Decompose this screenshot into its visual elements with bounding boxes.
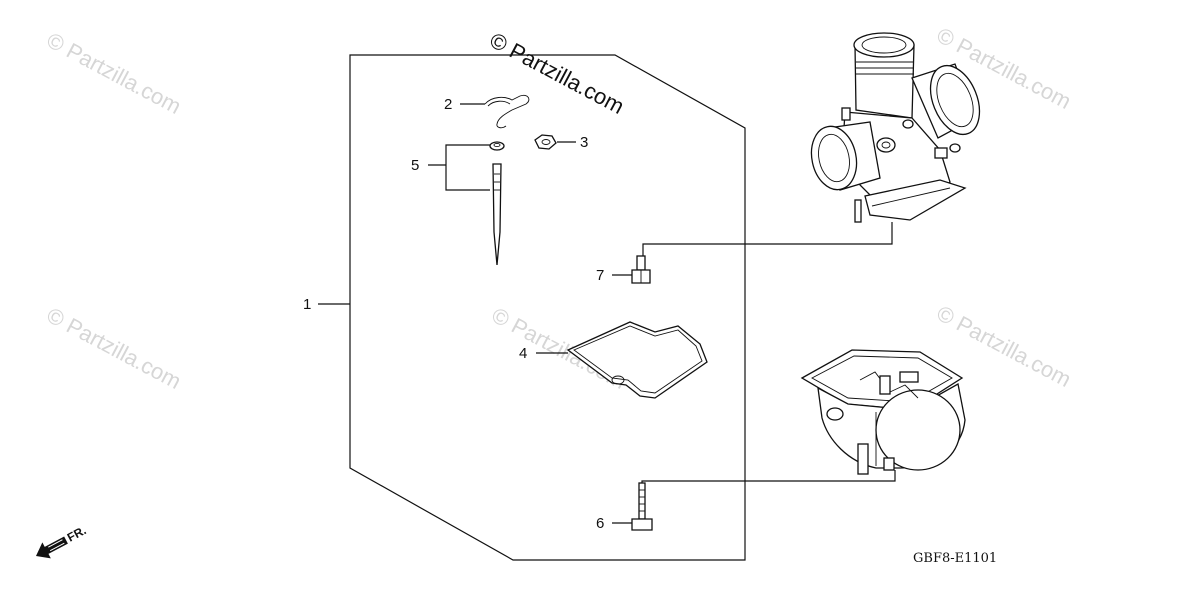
part-4-gasket	[566, 321, 708, 399]
watermark-top-left: © Partzilla.com	[43, 27, 186, 119]
carburetor-body	[810, 32, 981, 223]
watermark-main: © Partzilla.com	[486, 27, 629, 119]
callout-2: 2	[444, 96, 452, 113]
ref-line-7	[642, 222, 893, 256]
part-7-screw	[631, 255, 651, 284]
callout-1: 1	[303, 296, 311, 313]
callout-3: 3	[580, 134, 588, 151]
callout-6: 6	[596, 515, 604, 532]
kit-outline	[349, 54, 746, 561]
watermark-mid-left: © Partzilla.com	[43, 302, 186, 394]
diagram-code: GBF8-E1101	[913, 551, 997, 566]
front-arrow-icon	[36, 536, 68, 559]
float-chamber	[800, 349, 966, 475]
callout-7: 7	[596, 267, 604, 284]
front-label: FR.	[65, 523, 89, 544]
part-5-jet-needle	[489, 141, 505, 266]
callout-4: 4	[519, 345, 527, 362]
part-6-screw	[631, 482, 653, 531]
bracket-5	[445, 144, 490, 191]
ref-line-6	[641, 470, 896, 483]
front-direction: FR.	[36, 523, 89, 559]
part-2-clip	[484, 94, 530, 129]
part-3-nut	[534, 134, 557, 150]
callout-5: 5	[411, 157, 419, 174]
